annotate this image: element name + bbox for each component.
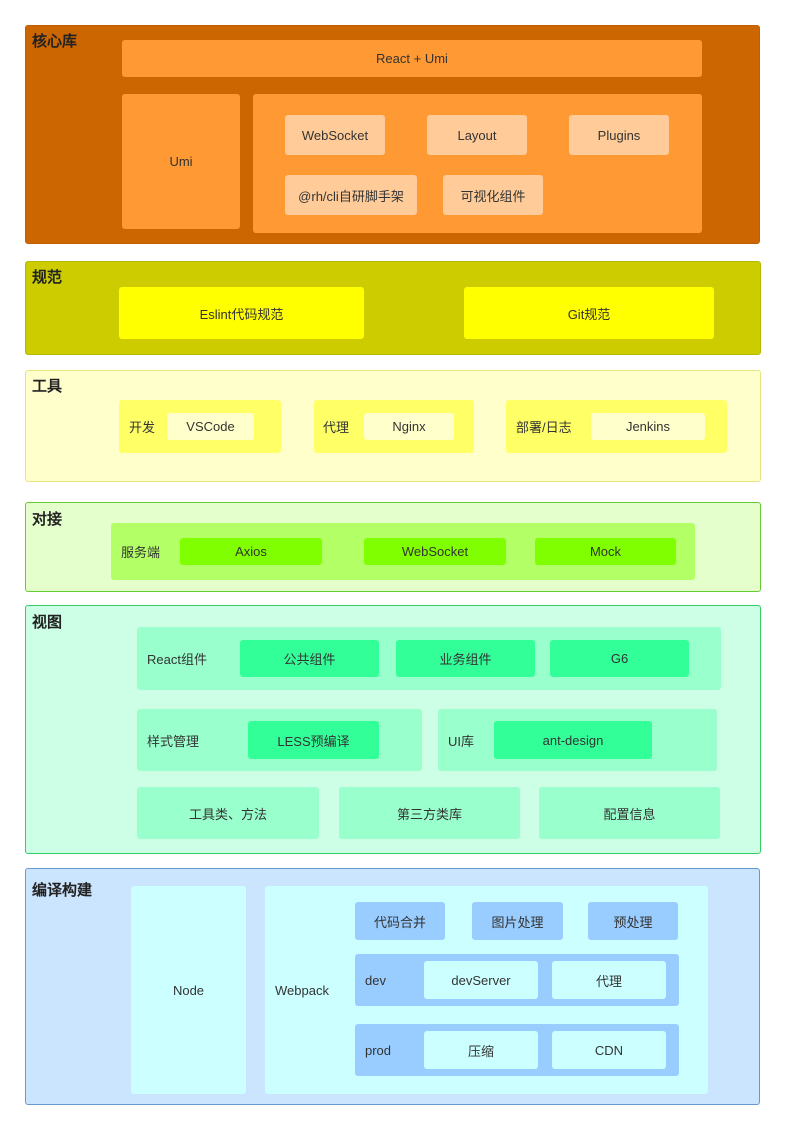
core-item-plugins: Plugins [569,115,669,155]
build-item-compress: 压缩 [424,1031,538,1069]
tools-item-vscode: VSCode [167,413,254,440]
spec-title: 规范 [32,269,63,286]
tools-title: 工具 [32,378,63,395]
spec-item-git: Git规范 [464,287,714,339]
build-item-preprocess: 预处理 [588,902,678,940]
build-node-box: Node [131,886,246,1094]
integration-server-label: 服务端 [121,545,161,560]
umi-box: Umi [122,94,240,229]
tools-group-proxy-label: 代理 [323,420,350,435]
build-item-merge: 代码合并 [355,902,445,940]
tools-item-nginx: Nginx [364,413,454,440]
build-item-devserver: devServer [424,961,538,999]
integration-item-axios: Axios [180,538,322,565]
view-title: 视图 [32,614,63,631]
spec-item-eslint: Eslint代码规范 [119,287,364,339]
core-item-websocket: WebSocket [285,115,385,155]
view-item-business-components: 业务组件 [396,640,535,677]
build-item-dev-proxy: 代理 [552,961,666,999]
core-item-visualization: 可视化组件 [443,175,543,215]
view-ui-label: UI库 [448,733,475,749]
core-item-cli: @rh/cli自研脚手架 [285,175,417,215]
view-item-g6: G6 [550,640,689,677]
view-item-less: LESS预编译 [248,721,379,759]
build-webpack-label: Webpack [275,982,329,998]
build-dev-label: dev [365,972,386,988]
integration-item-mock: Mock [535,538,676,565]
integration-item-websocket: WebSocket [364,538,506,565]
view-item-config: 配置信息 [539,787,720,839]
view-style-label: 样式管理 [147,733,200,749]
tools-group-dev-label: 开发 [129,420,156,435]
build-title: 编译构建 [32,882,93,899]
build-item-cdn: CDN [552,1031,666,1069]
tools-group-deploy-label: 部署/日志 [516,420,572,435]
view-item-ant-design: ant-design [494,721,652,759]
react-umi-box: React + Umi [122,40,702,77]
core-title: 核心库 [32,33,78,50]
view-item-utils: 工具类、方法 [137,787,319,839]
core-item-layout: Layout [427,115,527,155]
integration-title: 对接 [32,511,63,528]
view-item-third-party: 第三方类库 [339,787,520,839]
view-item-common-components: 公共组件 [240,640,379,677]
view-react-label: React组件 [147,652,207,667]
build-prod-label: prod [365,1042,392,1058]
build-item-images: 图片处理 [472,902,563,940]
tools-item-jenkins: Jenkins [591,413,705,440]
